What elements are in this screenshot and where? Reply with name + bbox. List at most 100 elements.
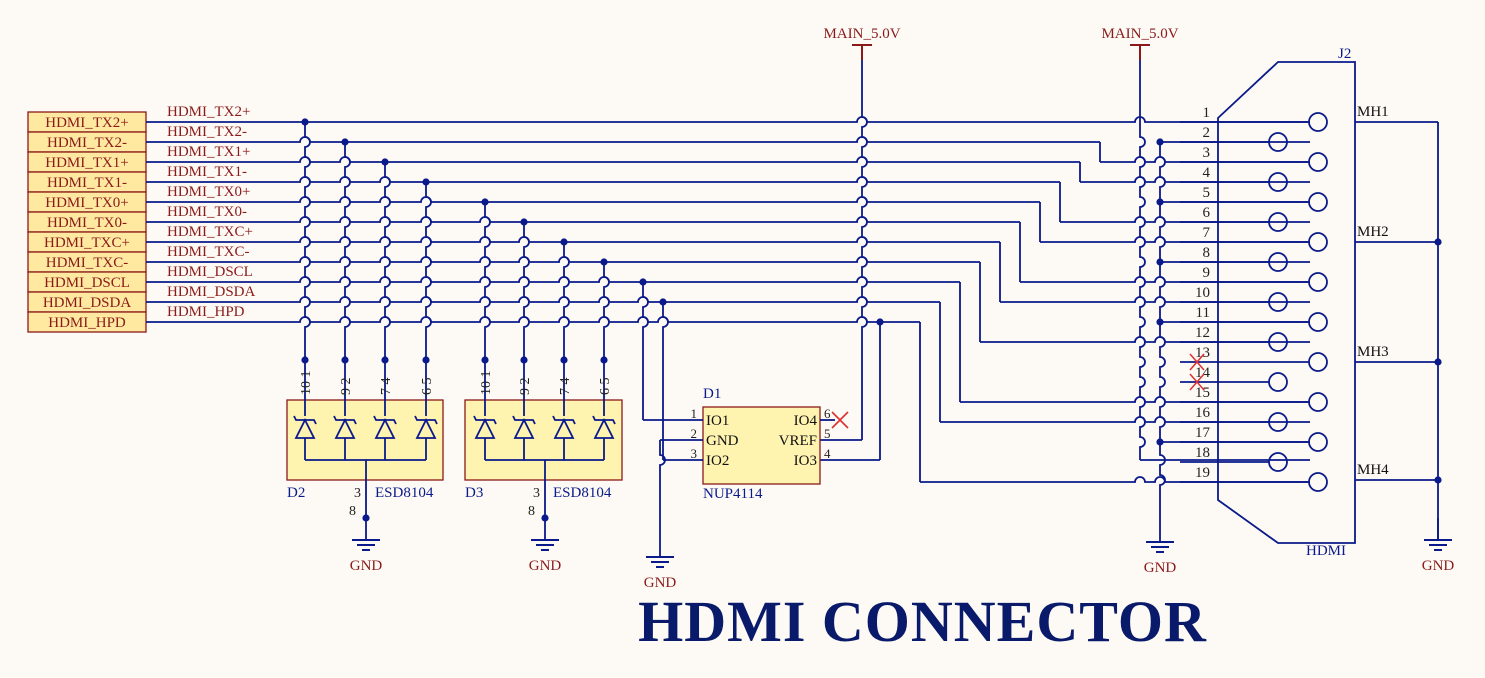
connector-pin-number: 17 — [1195, 425, 1211, 441]
esd-pin-number: 6 5 — [420, 378, 435, 396]
net-label: HDMI_TXC- — [167, 244, 250, 260]
wire — [146, 196, 1040, 203]
wire — [563, 242, 570, 360]
connector-pin-contact — [1268, 292, 1288, 312]
esd-pin-number: 8 — [528, 504, 535, 519]
connector-pin-contact — [1308, 432, 1328, 452]
power-label: MAIN_5.0V — [1101, 26, 1178, 42]
port-label: HDMI_DSCL — [44, 275, 130, 291]
junction-dot — [422, 356, 430, 364]
connector-pin-contact — [1308, 152, 1328, 172]
wire — [861, 60, 868, 440]
port-label: HDMI_TX2- — [47, 135, 127, 151]
component-part: NUP4114 — [703, 486, 763, 502]
nup-pin-name: IO3 — [794, 453, 817, 469]
esd-pin-number: 3 — [533, 486, 540, 501]
port-label: HDMI_DSDA — [43, 295, 132, 311]
port-label: HDMI_TX2+ — [45, 115, 128, 131]
esd-pin-number: 3 — [354, 486, 361, 501]
zener-bar — [592, 415, 616, 425]
gnd-label: GND — [644, 575, 677, 591]
connector-pin-number: 14 — [1195, 365, 1211, 381]
wire — [1159, 142, 1166, 520]
connector-pin-number: 12 — [1195, 325, 1210, 341]
connector-pin-contact — [1268, 212, 1288, 232]
junction-dot — [560, 356, 568, 364]
gnd-label: GND — [350, 558, 383, 574]
port-label: HDMI_TX0+ — [45, 195, 128, 211]
connector-pin-number: 4 — [1203, 165, 1211, 181]
port-label: HDMI_TXC+ — [44, 235, 130, 251]
esd-pin-number: 7 4 — [379, 378, 394, 396]
wire — [1139, 60, 1146, 460]
power-label: MAIN_5.0V — [823, 26, 900, 42]
wire — [659, 440, 666, 535]
connector-pin-contact — [1308, 112, 1328, 132]
connector-pin-number: 18 — [1195, 445, 1210, 461]
junction-dot — [481, 356, 489, 364]
net-label: HDMI_TX0- — [167, 204, 247, 220]
component-ref: D3 — [465, 485, 483, 501]
wire — [344, 142, 351, 360]
net-label: HDMI_HPD — [167, 304, 245, 320]
nup-pin-number: 3 — [691, 446, 698, 461]
connector-pin-contact — [1268, 452, 1288, 472]
junction-dot — [600, 356, 608, 364]
net-label: HDMI_TX1- — [167, 164, 247, 180]
wire — [146, 176, 1060, 183]
schematic-title: HDMI CONNECTOR — [638, 589, 1207, 654]
net-label: HDMI_DSDA — [167, 284, 256, 300]
connector-pin-contact — [1308, 192, 1328, 212]
esd-pin-number: 6 5 — [598, 378, 613, 396]
wire — [384, 162, 391, 360]
net-label: HDMI_DSCL — [167, 264, 253, 280]
connector-pin-number: 10 — [1195, 285, 1210, 301]
connector-pin-number: 7 — [1203, 225, 1211, 241]
nup-pin-number: 5 — [824, 426, 831, 441]
wire — [146, 116, 1310, 123]
wire — [146, 276, 960, 283]
zener-bar — [414, 415, 438, 425]
port-label: HDMI_HPD — [48, 315, 126, 331]
wire — [146, 136, 1100, 143]
connector-pin-number: 2 — [1203, 125, 1211, 141]
junction-dot — [341, 356, 349, 364]
wire — [484, 202, 491, 360]
esd-pin-number: 10 1 — [299, 371, 314, 396]
connector-pin-number: 11 — [1196, 305, 1210, 321]
connector-pin-contact — [1308, 312, 1328, 332]
mounting-hole-label: MH3 — [1357, 344, 1389, 360]
net-label: HDMI_TX0+ — [167, 184, 250, 200]
no-connect-icon — [1189, 373, 1205, 391]
component-part: HDMI — [1306, 543, 1346, 559]
esd-body — [464, 399, 623, 481]
zener-bar — [473, 415, 497, 425]
wire — [920, 476, 1310, 483]
component-ref: J2 — [1338, 46, 1351, 62]
zener-bar — [293, 415, 317, 425]
connector-pin-contact — [1268, 172, 1288, 192]
connector-pin-contact — [1268, 332, 1288, 352]
no-connect-icon — [1189, 353, 1205, 371]
net-label: HDMI_TX2+ — [167, 104, 250, 120]
gnd-label: GND — [529, 558, 562, 574]
nup-pin-number: 4 — [824, 446, 831, 461]
nup-pin-name: IO1 — [706, 413, 729, 429]
net-label: HDMI_TX2- — [167, 124, 247, 140]
wire — [642, 282, 649, 420]
component-ref: D2 — [287, 485, 305, 501]
wire — [662, 302, 669, 460]
nup4114-body — [702, 406, 821, 485]
nup-pin-name: IO4 — [794, 413, 818, 429]
connector-pin-contact — [1268, 412, 1288, 432]
zener-bar — [373, 415, 397, 425]
connector-pin-number: 8 — [1203, 245, 1211, 261]
esd-pin-number: 7 4 — [558, 378, 573, 396]
connector-pin-number: 3 — [1203, 145, 1211, 161]
wire — [603, 262, 610, 360]
esd-pin-number: 10 1 — [479, 371, 494, 396]
connector-pin-number: 16 — [1195, 405, 1211, 421]
gnd-label: GND — [1422, 558, 1455, 574]
connector-pin-contact — [1308, 232, 1328, 252]
